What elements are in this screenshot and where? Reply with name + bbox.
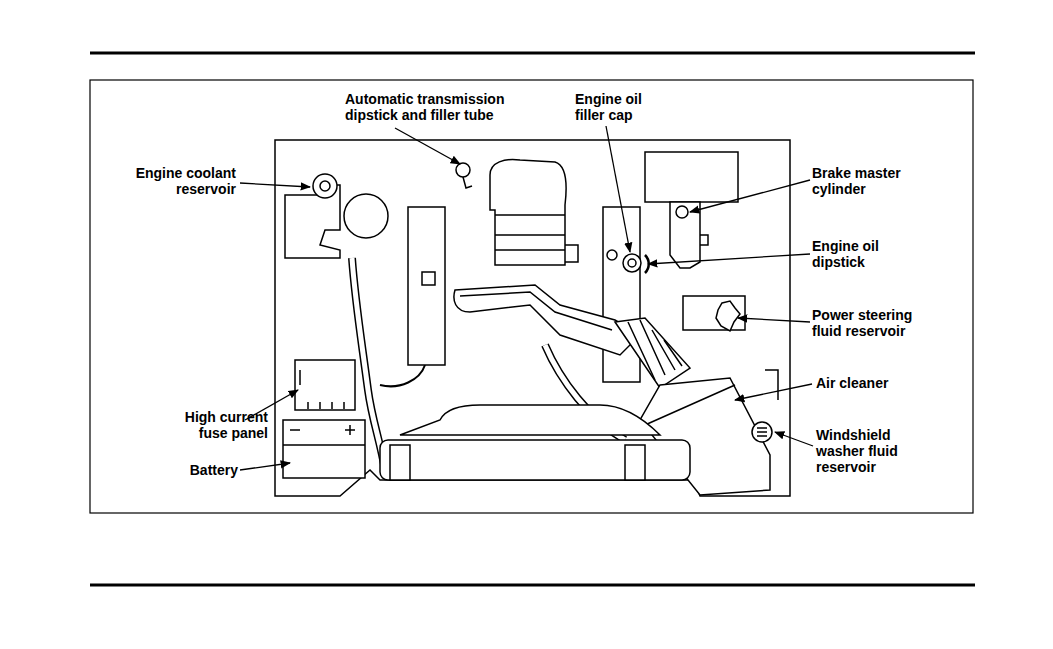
leader-line	[240, 183, 310, 187]
intake-ribs	[495, 215, 565, 250]
leader-line	[395, 128, 460, 164]
intake-sensor	[565, 245, 578, 262]
brake-fitting	[700, 235, 708, 245]
leader-lines	[240, 126, 813, 470]
callout-label: Air cleaner	[816, 375, 966, 391]
brake-cap	[676, 206, 688, 218]
brake-booster	[645, 152, 738, 202]
valve-cover	[603, 207, 640, 382]
atf-dipstick	[456, 163, 470, 177]
bottom-rule	[90, 584, 975, 587]
fuse-panel-terminals	[300, 370, 344, 409]
hose-ribs	[628, 320, 682, 380]
engine-cover	[400, 405, 660, 435]
washer-cap-ribs	[757, 428, 767, 436]
pulley	[344, 194, 388, 238]
atf-dipstick-handle	[463, 177, 472, 188]
callout-label: Windshield washer fluid reservoir	[816, 427, 916, 475]
leader-line	[240, 463, 290, 470]
intake-elbow	[490, 160, 566, 265]
callout-label: High current fuse panel	[163, 409, 268, 441]
leader-line	[735, 384, 812, 400]
leader-line	[738, 318, 810, 322]
callout-label: Engine oil filler cap	[575, 91, 665, 123]
wire	[380, 365, 425, 386]
fuse-panel	[295, 360, 355, 410]
corrugated-hose	[615, 318, 690, 388]
power-steering-reservoir	[683, 296, 745, 330]
mounts	[390, 445, 645, 480]
frame	[90, 80, 973, 513]
callout-label: Brake master cylinder	[812, 165, 917, 197]
battery-detail	[283, 425, 365, 445]
engine-bay-outline	[275, 140, 790, 496]
leader-line	[690, 180, 810, 212]
callout-label: Power steering fluid reservoir	[812, 307, 932, 339]
fuse-box	[408, 207, 445, 365]
air-duct-inner	[460, 292, 612, 330]
washer-bracket	[765, 370, 778, 400]
callout-label: Engine oil dipstick	[812, 238, 902, 270]
callout-label: Automatic transmission dipstick and fill…	[345, 91, 530, 123]
leader-line	[775, 432, 813, 446]
air-cleaner-seam	[645, 385, 735, 425]
leader-line	[648, 254, 810, 264]
top-rule	[90, 52, 975, 55]
fuse-box-plug	[422, 272, 435, 285]
callout-label: Battery	[138, 462, 238, 478]
leader-line	[606, 126, 630, 252]
power-steering-cap	[716, 301, 740, 331]
oil-filler-cap-inner	[628, 259, 636, 267]
battery	[283, 420, 365, 478]
washer-reservoir-cap	[752, 422, 772, 442]
valve-cover-bolt	[607, 250, 617, 260]
callout-label: Engine coolant reservoir	[116, 165, 236, 197]
oil-filler-cap	[623, 254, 641, 272]
coolant-cap-inner	[320, 181, 330, 191]
coolant-cap	[313, 174, 337, 198]
brake-master-cylinder	[670, 202, 700, 268]
radiator-support	[380, 440, 690, 480]
